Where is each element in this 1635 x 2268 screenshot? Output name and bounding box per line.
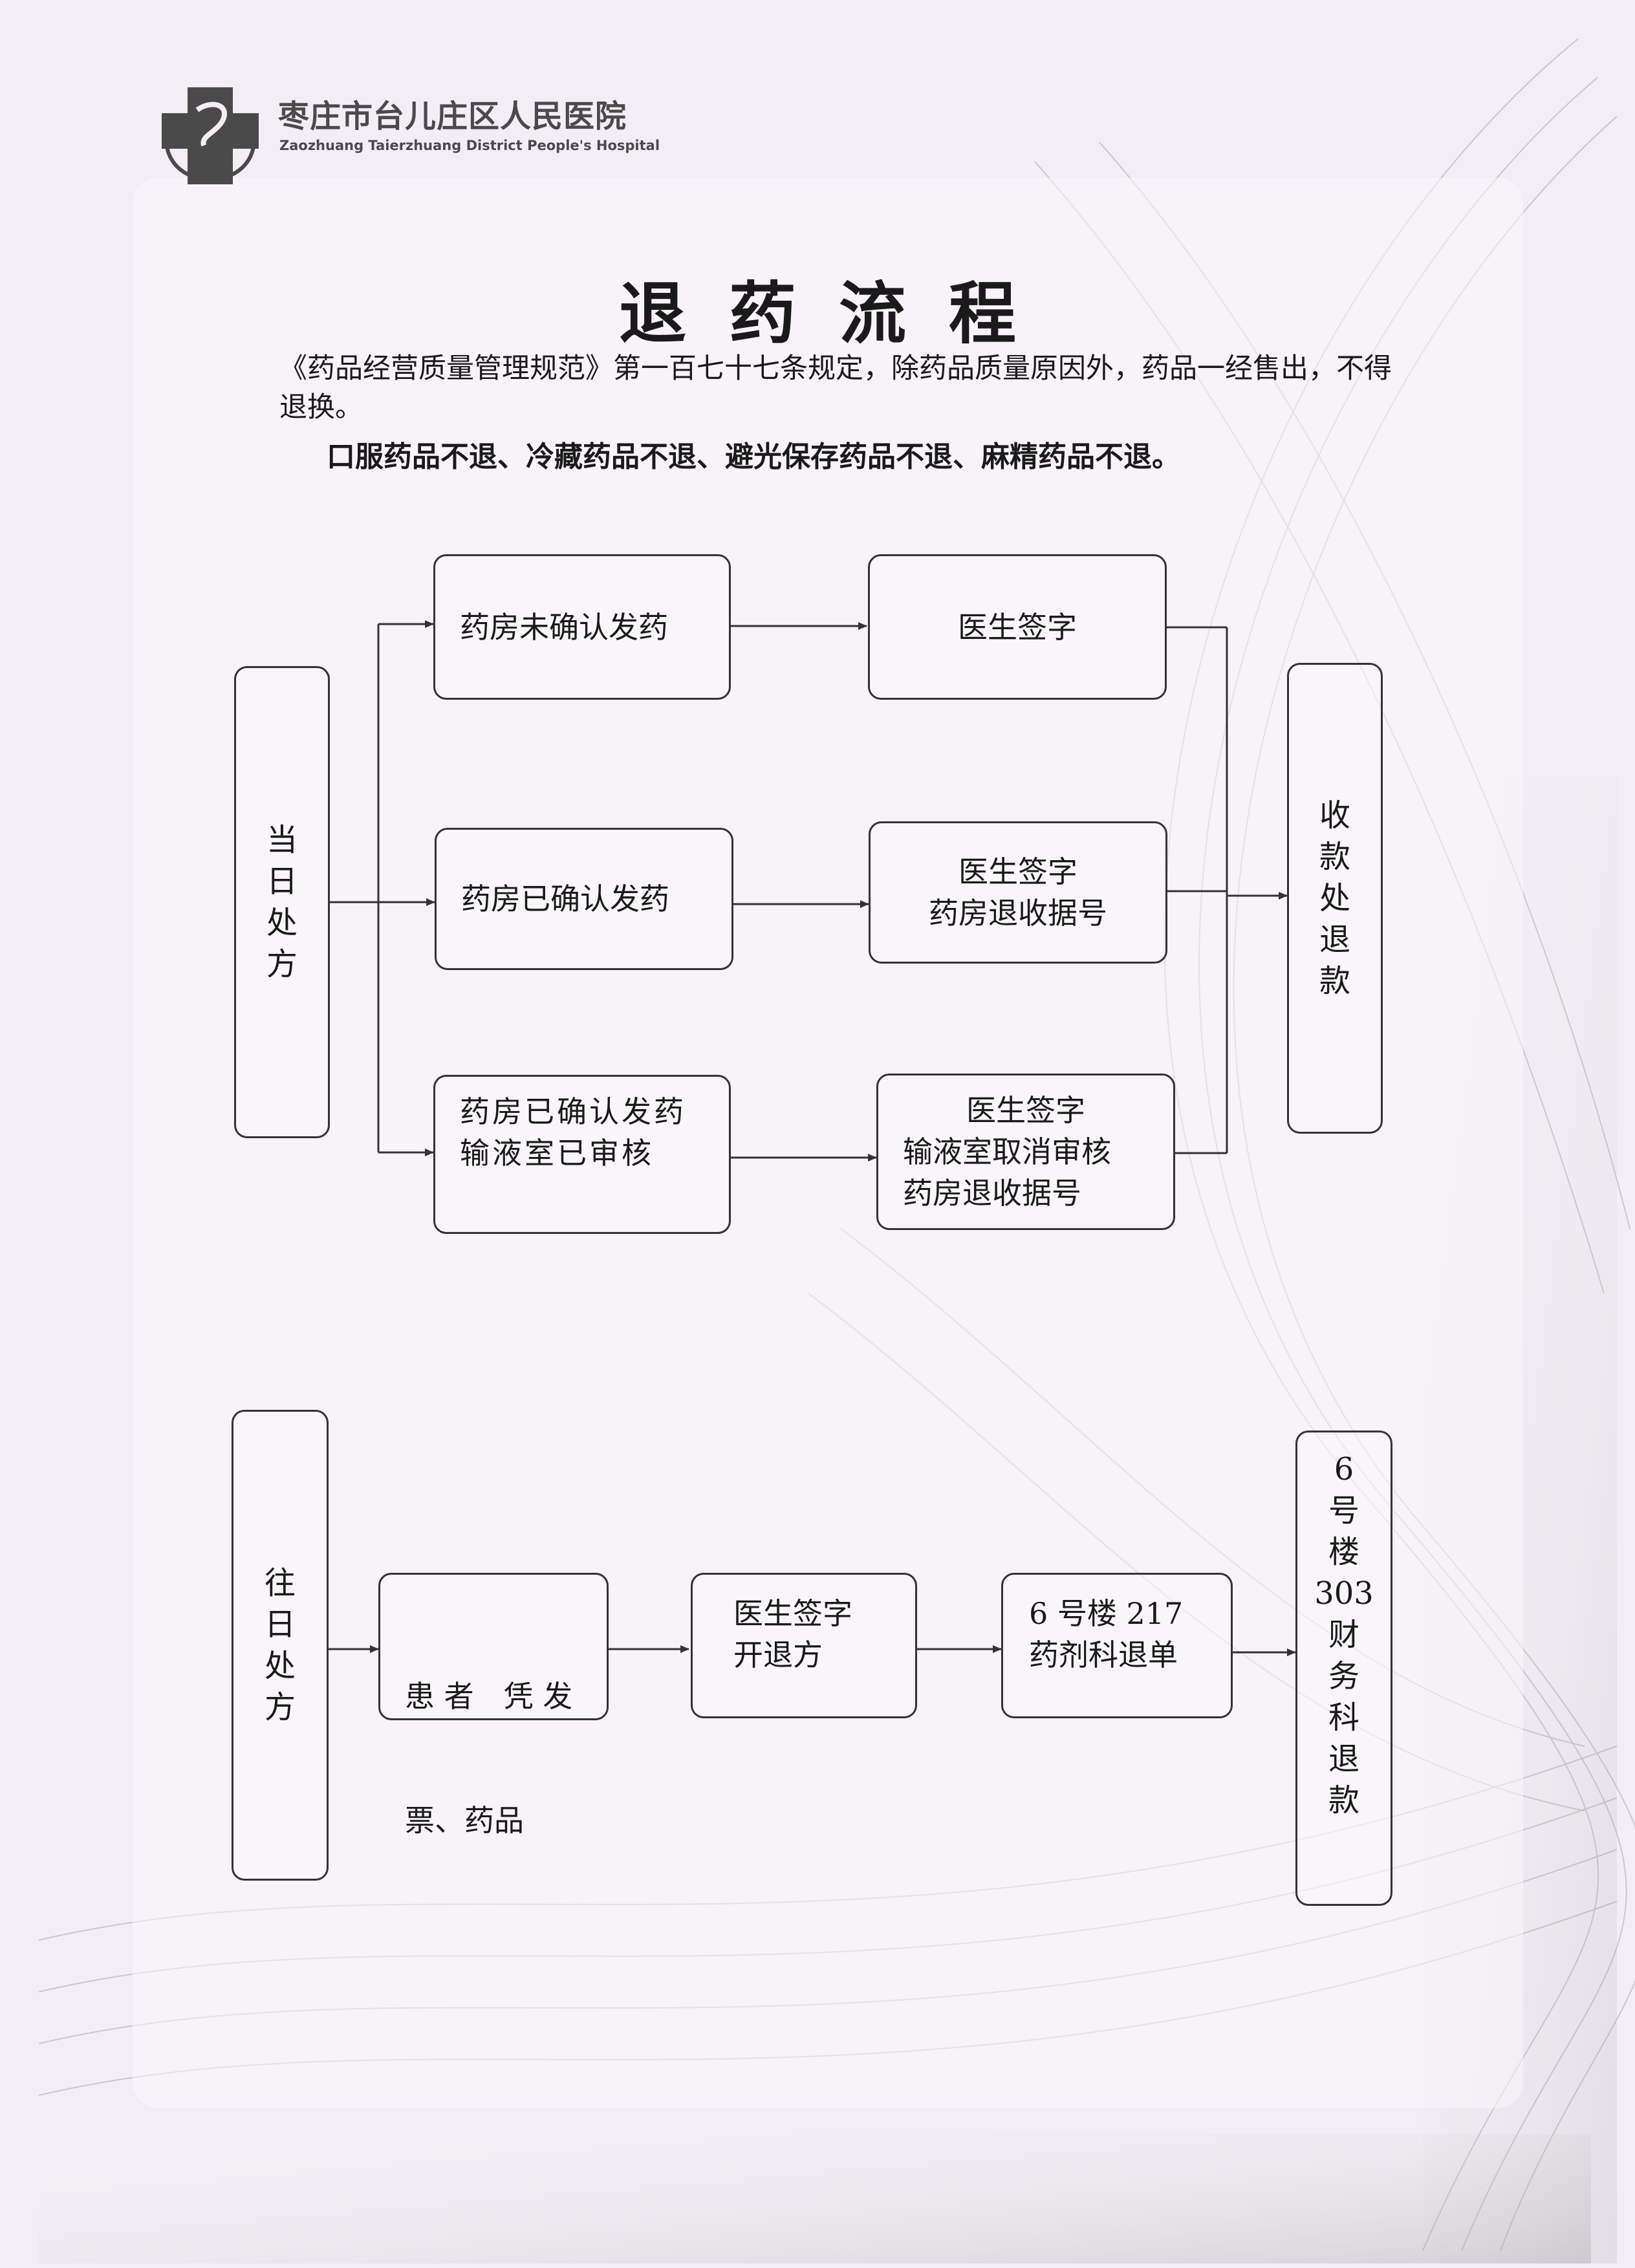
same-day-char: 当 (266, 822, 298, 858)
patient-invoice-label: 患 者 凭 发 (405, 1679, 573, 1714)
finance-char: 财 (1328, 1617, 1359, 1653)
pharmacy-refund-receipt-label: 药房退收据号 (903, 1176, 1081, 1211)
hospital-name-cn: 枣庄市台儿庄区人民医院 (278, 98, 627, 135)
finance-char: 6 (1334, 1451, 1354, 1487)
cashier-char: 处 (1319, 880, 1350, 916)
infusion-reviewed-label: 输液室已审核 (460, 1136, 654, 1171)
issue-refund-label: 开退方 (733, 1637, 823, 1672)
hospital-name-en: Zaozhuang Taierzhuang District People's … (279, 138, 660, 153)
cashier-char: 退 (1319, 922, 1350, 958)
cashier-refund-box: 收 款 处 退 款 (1287, 663, 1383, 1134)
pharmacy-refund-receipt-label: 药房退收据号 (929, 896, 1107, 931)
previous-day-prescription-box: 往 日 处 方 (232, 1410, 329, 1881)
previous-day-char: 日 (264, 1606, 296, 1643)
pharmacy-not-confirmed-box: 药房未确认发药 (433, 554, 731, 700)
pharmacy-infusion-confirmed-box: 药房已确认发药 输液室已审核 (433, 1075, 731, 1234)
doctor-sign-label: 医生签字 (966, 1093, 1085, 1128)
previous-day-char: 方 (264, 1689, 296, 1725)
pharmacy-not-confirmed-label: 药房未确认发药 (460, 609, 668, 645)
infusion-cancel-review-label: 输液室取消审核 (903, 1134, 1111, 1169)
finance-char: 务 (1328, 1658, 1359, 1694)
pharmacy-confirmed-label: 药房已确认发药 (461, 881, 669, 916)
doctor-sign-label: 医生签字 (958, 854, 1077, 889)
doctor-sign-box-1: 医生签字 (868, 554, 1167, 700)
intro-paragraph: 《药品经营质量管理规范》第一百七十七条规定，除药品质量原因外，药品一经售出，不得… (279, 352, 1392, 424)
cashier-char: 款 (1319, 963, 1350, 999)
finance-char: 退 (1328, 1741, 1359, 1777)
doctor-sign-label: 医生签字 (733, 1596, 852, 1631)
doctor-sign-receipt-box: 医生签字 药房退收据号 (869, 821, 1167, 964)
finance-char: 303 (1314, 1575, 1374, 1612)
building6-room217-box: 6 号楼 217 药剂科退单 (1001, 1573, 1233, 1718)
same-day-char: 日 (266, 863, 298, 900)
finance-char: 款 (1328, 1782, 1359, 1819)
building6-room217-label: 6 号楼 217 (1029, 1596, 1184, 1631)
same-day-prescription-box: 当 日 处 方 (234, 666, 330, 1138)
hospital-logo-icon (162, 87, 259, 184)
content-panel (133, 178, 1523, 2108)
finance-char: 楼 (1328, 1534, 1359, 1570)
doctor-sign-refund-box: 医生签字 开退方 (691, 1573, 917, 1718)
finance-char: 科 (1328, 1700, 1359, 1736)
finance-char: 号 (1328, 1493, 1359, 1529)
page-title: 退药流程 (618, 274, 1059, 353)
previous-day-char: 处 (264, 1648, 296, 1684)
non-returnable-rule: 口服药品不退、冷藏药品不退、避光保存药品不退、麻精药品不退。 (327, 440, 1180, 473)
patient-invoice-box: 患 者 凭 发 票、药品 (378, 1573, 609, 1838)
doctor-sign-infusion-box: 医生签字 输液室取消审核 药房退收据号 (876, 1074, 1175, 1230)
same-day-char: 方 (266, 946, 298, 982)
finance-refund-box: 6 号 楼 303 财 务 科 退 款 (1295, 1431, 1392, 1906)
previous-day-char: 往 (264, 1565, 296, 1601)
pharmacy-confirmed-label: 药房已确认发药 (460, 1094, 686, 1129)
doctor-sign-label: 医生签字 (958, 609, 1077, 645)
cashier-char: 收 (1319, 797, 1350, 834)
pharmacy-dept-refund-label: 药剂科退单 (1029, 1637, 1178, 1672)
invoice-medicine-label: 票、药品 (405, 1803, 524, 1838)
pharmacy-confirmed-box: 药房已确认发药 (435, 828, 733, 970)
cashier-char: 款 (1319, 839, 1350, 875)
same-day-char: 处 (266, 905, 298, 941)
